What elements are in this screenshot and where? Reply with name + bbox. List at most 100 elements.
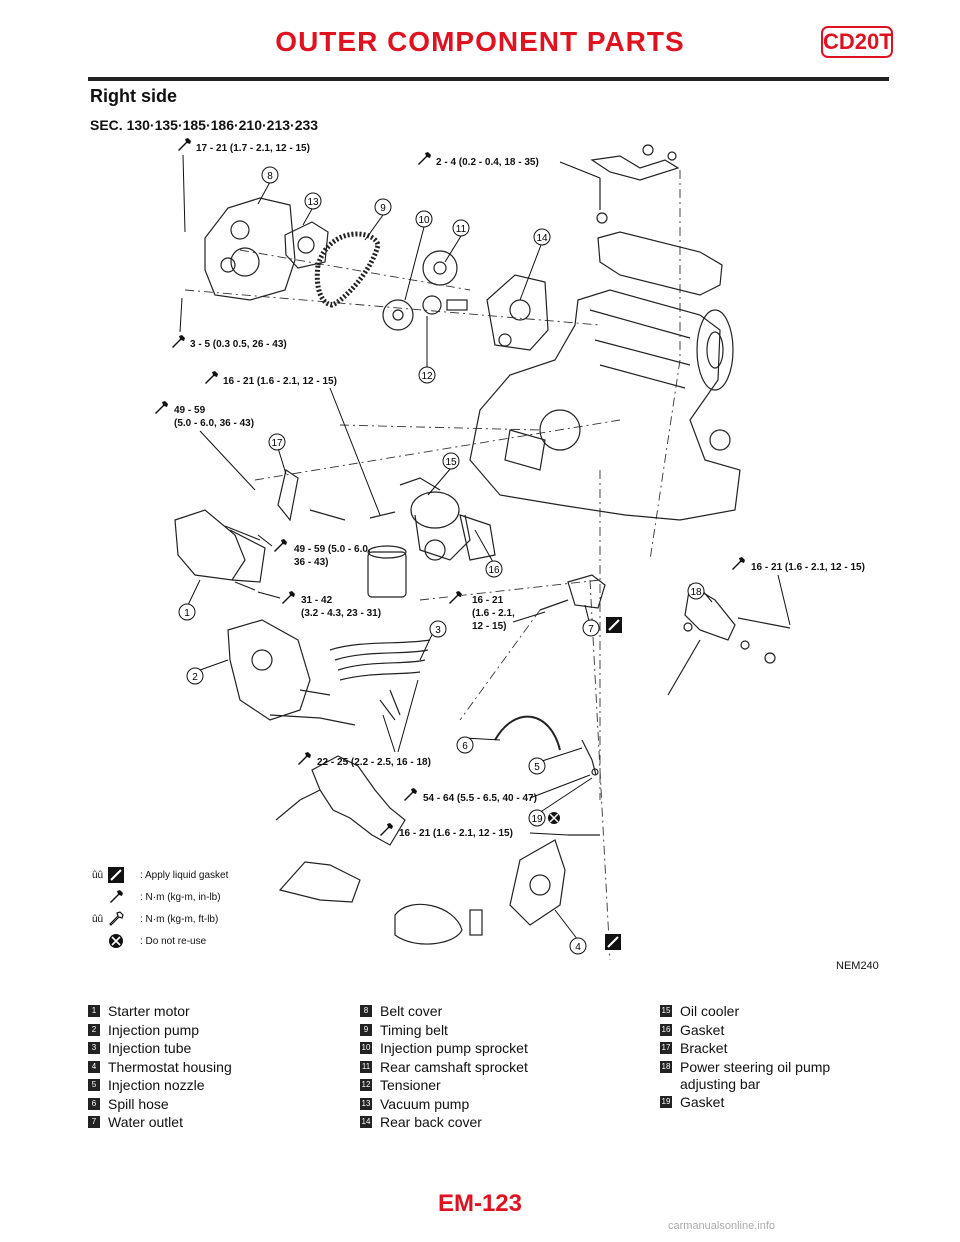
svg-text:17: 17 bbox=[271, 438, 283, 449]
callout-7: 7 bbox=[582, 619, 600, 637]
svg-text:4: 4 bbox=[575, 942, 581, 953]
torque-16-21-b-line2: (1.6 - 2.1, bbox=[472, 608, 515, 619]
torque-16-21-b-line1: 16 - 21 bbox=[472, 595, 504, 606]
callout-18: 18 bbox=[687, 582, 705, 600]
svg-text:1: 1 bbox=[184, 608, 190, 619]
svg-text:15: 15 bbox=[445, 457, 457, 468]
page-number: EM-123 bbox=[437, 1190, 523, 1217]
callout-8: 8 bbox=[261, 166, 279, 184]
section-heading: Right side bbox=[90, 86, 178, 106]
legend-prefix-2: ûû bbox=[92, 914, 104, 925]
svg-text:16: 16 bbox=[488, 565, 500, 576]
header-rule bbox=[88, 77, 889, 81]
gasket-marks bbox=[548, 617, 622, 950]
svg-text:3: 3 bbox=[435, 625, 441, 636]
svg-text:10: 10 bbox=[418, 215, 430, 226]
torque-17-21-top: 17 - 21 (1.7 - 2.1, 12 - 15) bbox=[196, 143, 310, 154]
callout-15: 15 bbox=[442, 452, 460, 470]
svg-text:12: 12 bbox=[421, 371, 433, 382]
torque-16-21-d: 16 - 21 (1.6 - 2.1, 12 - 15) bbox=[399, 828, 513, 839]
callout-10: 10 bbox=[415, 210, 433, 228]
svg-text:5: 5 bbox=[534, 762, 540, 773]
legend-do-not-reuse: : Do not re-use bbox=[140, 936, 207, 947]
torque-49-59-a-line1: 49 - 59 bbox=[174, 405, 206, 416]
page-header-title: OUTER COMPONENT PARTS bbox=[275, 26, 685, 57]
callout-6: 6 bbox=[456, 736, 474, 754]
watermark: carmanualsonline.info bbox=[668, 1220, 776, 1232]
callout-5: 5 bbox=[528, 757, 546, 775]
torque-49-59-a-line2: (5.0 - 6.0, 36 - 43) bbox=[174, 418, 254, 429]
figure-code: NEM240 bbox=[836, 960, 879, 972]
svg-text:7: 7 bbox=[588, 624, 594, 635]
svg-text:14: 14 bbox=[536, 233, 548, 244]
exploded-view-diagram: 8 13 9 10 11 14 12 17 15 16 18 1 3 7 2 6… bbox=[154, 138, 865, 961]
torque-16-21-b-line3: 12 - 15) bbox=[472, 621, 506, 632]
svg-text:2: 2 bbox=[192, 672, 198, 683]
callouts bbox=[187, 181, 713, 941]
torque-31-42-line1: 31 - 42 bbox=[301, 595, 333, 606]
callout-16: 16 bbox=[485, 560, 503, 578]
callout-4: 4 bbox=[569, 937, 587, 955]
callout-13: 13 bbox=[304, 192, 322, 210]
torque-16-21-a: 16 - 21 (1.6 - 2.1, 12 - 15) bbox=[223, 376, 337, 387]
callout-19: 19 bbox=[528, 809, 546, 827]
engine-code-badge: CD20T bbox=[821, 26, 893, 58]
sec-reference: SEC. 130·135·185·186·210·213·233 bbox=[90, 117, 319, 133]
callout-2: 2 bbox=[186, 667, 204, 685]
callout-11: 11 bbox=[452, 219, 470, 237]
callout-17: 17 bbox=[268, 433, 286, 451]
svg-text:13: 13 bbox=[307, 197, 319, 208]
torque-3-5: 3 - 5 (0.3 0.5, 26 - 43) bbox=[190, 339, 287, 350]
torque-16-21-c: 16 - 21 (1.6 - 2.1, 12 - 15) bbox=[751, 562, 865, 573]
callout-14: 14 bbox=[533, 228, 551, 246]
torque-31-42-line2: (3.2 - 4.3, 23 - 31) bbox=[301, 608, 381, 619]
torque-49-59-b-line2: 36 - 43) bbox=[294, 557, 328, 568]
legend-nm-ft-lb: : N·m (kg-m, ft-lb) bbox=[140, 914, 219, 925]
callout-badges: 8 13 9 10 11 14 12 17 15 16 18 1 3 7 2 6… bbox=[178, 166, 705, 955]
svg-text:18: 18 bbox=[690, 587, 702, 598]
callout-12: 12 bbox=[418, 366, 436, 384]
callout-3: 3 bbox=[429, 620, 447, 638]
legend-nm-in-lb: : N·m (kg-m, in-lb) bbox=[140, 892, 221, 903]
svg-text:19: 19 bbox=[531, 814, 543, 825]
svg-text:8: 8 bbox=[267, 171, 273, 182]
torque-wrench-ft-lb-icon bbox=[108, 911, 124, 927]
svg-text:6: 6 bbox=[462, 741, 468, 752]
torque-22-25: 22 - 25 (2.2 - 2.5, 16 - 18) bbox=[317, 757, 431, 768]
torque-labels: 17 - 21 (1.7 - 2.1, 12 - 15) 2 - 4 (0.2 … bbox=[154, 138, 865, 839]
legend-gasket: : Apply liquid gasket bbox=[140, 870, 229, 881]
torque-2-4: 2 - 4 (0.2 - 0.4, 18 - 35) bbox=[436, 157, 539, 168]
liquid-gasket-icon bbox=[108, 867, 124, 883]
svg-text:9: 9 bbox=[380, 203, 386, 214]
legend-prefix-1: ûû bbox=[92, 870, 104, 881]
callout-9: 9 bbox=[374, 198, 392, 216]
callout-1: 1 bbox=[178, 603, 196, 621]
torque-54-64: 54 - 64 (5.5 - 6.5, 40 - 47) bbox=[423, 793, 537, 804]
torque-wrench-in-lb-icon bbox=[108, 889, 124, 905]
do-not-reuse-icon bbox=[109, 934, 123, 948]
torque-49-59-b-line1: 49 - 59 (5.0 - 6.0, bbox=[294, 544, 371, 555]
svg-text:11: 11 bbox=[456, 224, 467, 235]
